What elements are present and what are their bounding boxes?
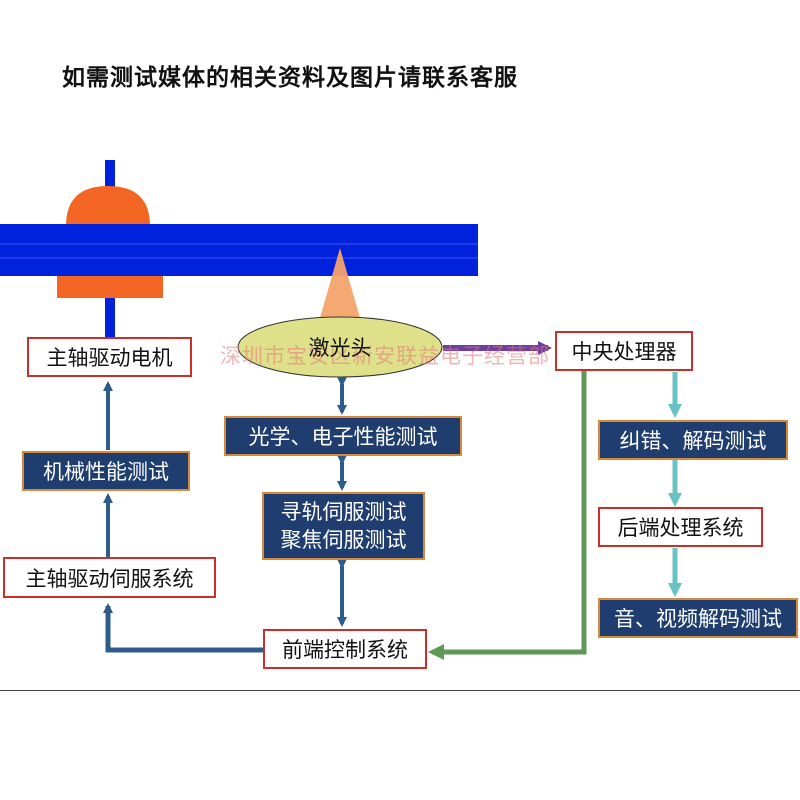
bottom-divider <box>0 690 800 691</box>
av-decode-box: 音、视频解码测试 <box>598 598 798 638</box>
av-decode-label: 音、视频解码测试 <box>614 607 782 631</box>
page-title: 如需测试媒体的相关资料及图片请联系客服 <box>62 65 518 91</box>
motor-dome <box>66 186 150 226</box>
spindle-motor-label: 主轴驱动电机 <box>46 346 173 370</box>
backend-box: 后端处理系统 <box>598 507 763 547</box>
spindle-servo-box: 主轴驱动伺服系统 <box>3 557 216 598</box>
servo-test-box: 寻轨伺服测试 聚焦伺服测试 <box>262 492 425 560</box>
spindle-servo-label: 主轴驱动伺服系统 <box>25 566 194 591</box>
optical-test-label: 光学、电子性能测试 <box>248 425 438 449</box>
laser-beam <box>318 248 362 325</box>
cpu-box: 中央处理器 <box>555 331 693 371</box>
front-end-box: 前端控制系统 <box>263 629 427 669</box>
backend-label: 后端处理系统 <box>617 516 744 540</box>
tracking-servo-label: 寻轨伺服测试 <box>280 500 407 524</box>
mechanical-test-box: 机械性能测试 <box>22 451 190 491</box>
spindle-motor-box: 主轴驱动电机 <box>27 337 192 377</box>
focus-servo-label: 聚焦伺服测试 <box>280 528 407 552</box>
arrow-frontend-to-spindle-servo <box>103 603 263 653</box>
error-decode-label: 纠错、解码测试 <box>619 429 767 453</box>
arrow-cpu-to-frontend <box>428 370 587 660</box>
front-end-label: 前端控制系统 <box>282 638 408 662</box>
error-decode-box: 纠错、解码测试 <box>598 420 788 460</box>
mechanical-test-label: 机械性能测试 <box>43 460 169 484</box>
watermark-text: 深圳市宝安区新安联益电子经营部 <box>220 344 550 368</box>
cpu-label: 中央处理器 <box>571 340 677 364</box>
disc <box>0 224 478 276</box>
optical-test-box: 光学、电子性能测试 <box>224 416 462 456</box>
laser-head-label: 激光头 <box>308 336 372 360</box>
